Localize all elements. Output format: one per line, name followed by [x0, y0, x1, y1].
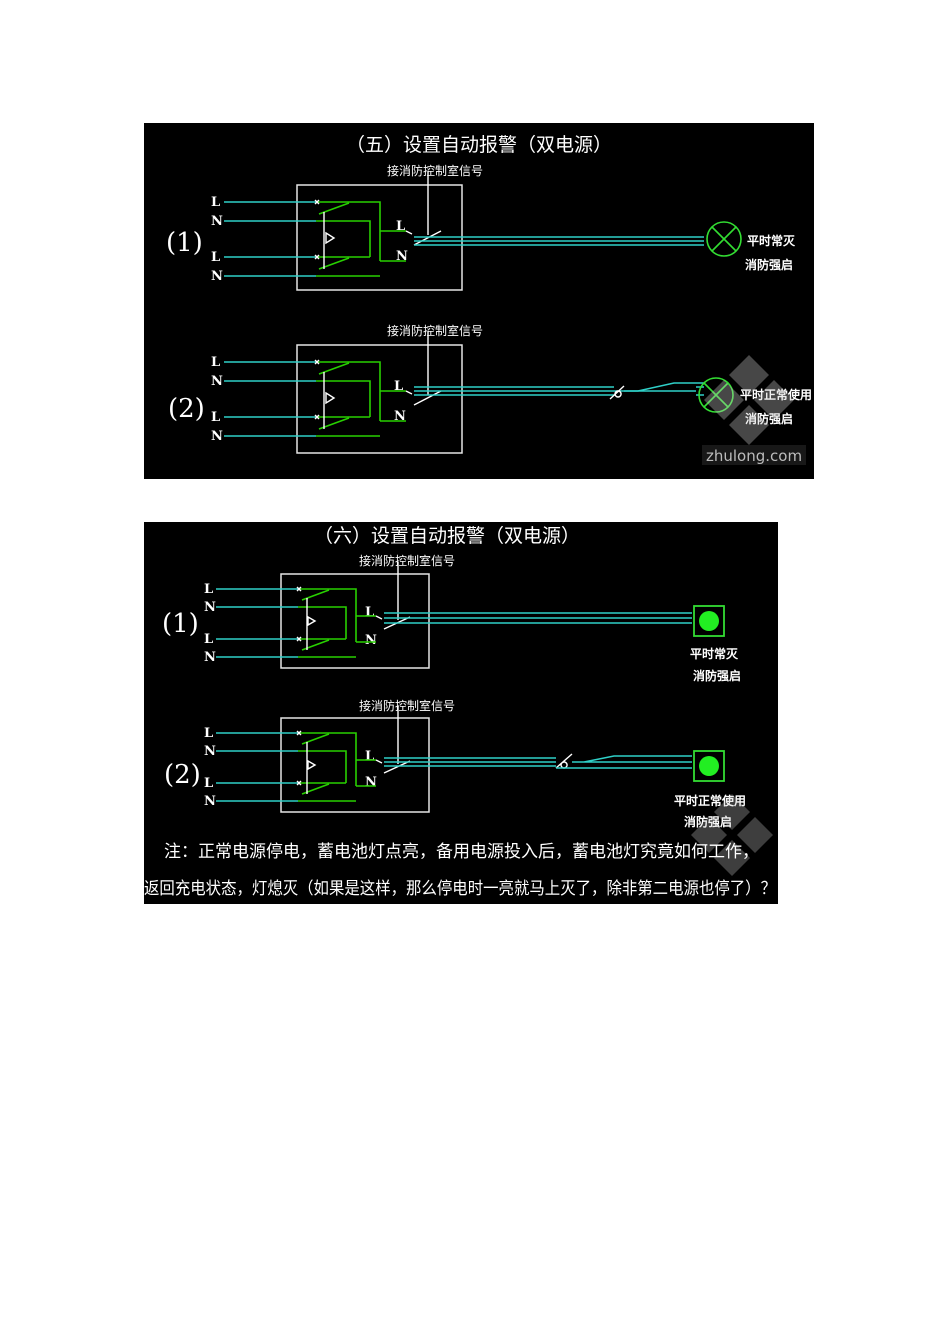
- output-bus: [329, 588, 357, 658]
- signal-label: 接消防控制室信号: [359, 698, 455, 713]
- circuit-number: (2): [168, 394, 205, 424]
- circuit-2: (2) 接消防控制室信号 L N L N L N: [168, 323, 812, 454]
- signal-relay: [405, 331, 442, 406]
- input-label: N: [204, 600, 216, 615]
- switch-blades: [301, 733, 330, 795]
- watermark-bg: [702, 445, 806, 465]
- input-label: N: [204, 794, 216, 809]
- panel-6-svg: （六）设置自动报警（双电源） (1) 接消防控制室信号 L N L N L N: [144, 525, 776, 899]
- switch-marks: [296, 730, 302, 786]
- output-bus-stubs: [380, 390, 406, 422]
- input-wires: [216, 732, 298, 802]
- transfer-switch-box: [280, 573, 430, 669]
- circuit-number: (2): [164, 760, 201, 790]
- signal-relay: [375, 562, 411, 630]
- output-wires: [414, 386, 614, 396]
- lamp-label: 平时正常使用: [740, 387, 812, 402]
- input-label: N: [211, 429, 223, 444]
- switch-contacts: [298, 732, 329, 802]
- output-label: L: [365, 749, 374, 764]
- transfer-switch-box: [280, 717, 430, 813]
- output-bus-stubs: [380, 230, 406, 262]
- input-label: L: [204, 582, 213, 597]
- switch-blades: [301, 589, 330, 651]
- output-bus: [329, 732, 357, 802]
- lamp-label: 平时正常使用: [674, 793, 746, 808]
- signal-label: 接消防控制室信号: [387, 163, 483, 178]
- input-label: L: [211, 410, 220, 425]
- switch-marks: [314, 359, 320, 420]
- zhulong-logo-watermark: [704, 355, 794, 445]
- input-wires: [216, 588, 298, 658]
- output-label: L: [396, 219, 405, 234]
- output-label: L: [394, 379, 403, 394]
- input-label: L: [211, 250, 220, 265]
- switch-marks: [314, 199, 320, 260]
- input-label: L: [204, 776, 213, 791]
- circuit-number: (1): [166, 228, 203, 258]
- input-label: N: [204, 744, 216, 759]
- interlock-symbol: [306, 742, 317, 794]
- input-label: L: [204, 632, 213, 647]
- input-label: N: [211, 214, 223, 229]
- input-label: N: [204, 650, 216, 665]
- output-label: N: [365, 775, 377, 790]
- interlock-symbol: [323, 372, 336, 429]
- input-label: N: [211, 269, 223, 284]
- input-wires: [224, 201, 316, 277]
- output-label: L: [365, 605, 374, 620]
- lamp-on-icon: [693, 750, 725, 782]
- input-label: N: [211, 374, 223, 389]
- output-label: N: [365, 633, 377, 648]
- input-label: L: [211, 195, 220, 210]
- output-wires: [384, 612, 692, 624]
- lamp-label: 消防强启: [693, 668, 741, 683]
- signal-label: 接消防控制室信号: [359, 553, 455, 568]
- output-wires: [384, 757, 556, 767]
- lamp-label: 平时常灭: [690, 646, 739, 661]
- panel-title: （六）设置自动报警（双电源）: [314, 525, 580, 547]
- output-bus: [349, 361, 381, 437]
- inline-switch-wire: [624, 382, 704, 392]
- lamp-label: 消防强启: [745, 257, 793, 272]
- output-bus-stubs: [356, 759, 376, 787]
- lamp-icon: [698, 377, 734, 413]
- inline-switch: [609, 385, 625, 400]
- lamp-label: 平时常灭: [747, 233, 796, 248]
- transfer-switch-box: [296, 344, 463, 454]
- signal-relay: [375, 706, 411, 774]
- panel-title: （五）设置自动报警（双电源）: [346, 134, 612, 156]
- output-wires: [414, 236, 704, 246]
- lamp-label: 消防强启: [684, 814, 732, 829]
- interlock-symbol: [306, 598, 317, 650]
- lamp-icon: [706, 221, 742, 257]
- circuit-1: (1) 接消防控制室信号 L N L N L N: [166, 163, 796, 291]
- lamp-on-icon: [693, 605, 725, 637]
- interlock-symbol: [323, 212, 336, 269]
- switch-contacts: [316, 361, 349, 437]
- diagram-panel-6: （六）设置自动报警（双电源） (1) 接消防控制室信号 L N L N L N: [144, 522, 778, 904]
- zhulong-logo-watermark: [691, 794, 773, 876]
- signal-relay: [405, 171, 442, 246]
- circuit-2: (2) 接消防控制室信号 L N L N L N 平时正常使用: [164, 698, 746, 829]
- output-bus-stubs: [356, 615, 376, 643]
- switch-marks: [296, 586, 302, 642]
- signal-label: 接消防控制室信号: [387, 323, 483, 338]
- input-label: L: [204, 726, 213, 741]
- circuit-1: (1) 接消防控制室信号 L N L N L N 平时常灭 消防强启: [162, 553, 741, 683]
- note-line-1: 注：正常电源停电，蓄电池灯点亮，备用电源投入后，蓄电池灯究竟如何工作，: [164, 842, 759, 862]
- circuit-number: (1): [162, 609, 199, 639]
- inline-switch: [555, 753, 573, 769]
- output-bus: [349, 201, 381, 277]
- note-line-2: 返回充电状态，灯熄灭（如果是这样，那么停电时一亮就马上灭了，除非第二电源也停了）…: [144, 879, 776, 899]
- diagram-panel-5: （五）设置自动报警（双电源） (1) 接消防控制室信号 L N L N L N: [144, 123, 814, 479]
- panel-5-svg: （五）设置自动报警（双电源） (1) 接消防控制室信号 L N L N L N: [166, 134, 812, 465]
- switch-contacts: [298, 588, 329, 658]
- input-wires: [224, 361, 316, 437]
- lamp-label: 消防强启: [745, 411, 793, 426]
- input-label: L: [211, 355, 220, 370]
- switch-contacts: [316, 201, 349, 277]
- watermark-text: zhulong.com: [706, 447, 802, 465]
- output-wires-after-switch: [556, 755, 692, 769]
